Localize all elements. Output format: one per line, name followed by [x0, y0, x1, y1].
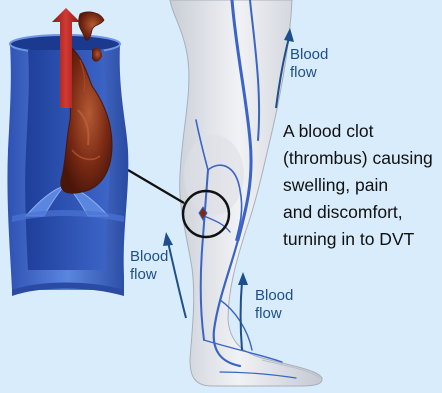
blood-flow-label-left: Blood flow: [130, 248, 168, 284]
blood-flow-label-left-line2: flow: [130, 266, 168, 284]
blood-flow-label-bottom: Blood flow: [255, 287, 293, 323]
blood-flow-label-bottom-line1: Blood: [255, 287, 293, 305]
flow-arrow-bottom: [241, 282, 243, 350]
caption-line-2: (thrombus) causing: [283, 145, 441, 172]
flow-arrowhead-bottom: [238, 272, 248, 285]
blood-flow-label-top-line1: Blood: [290, 46, 328, 64]
blood-flow-label-top: Blood flow: [290, 46, 328, 82]
caption-line-5: turning in to DVT: [283, 226, 441, 253]
flow-arrow-left: [168, 242, 186, 318]
blood-flow-label-left-line1: Blood: [130, 248, 168, 266]
magnifier-connector: [128, 170, 184, 203]
clot-caption: A blood clot (thrombus) causing swelling…: [283, 118, 441, 253]
caption-line-4: and discomfort,: [283, 199, 441, 226]
flow-arrowhead-left: [163, 232, 173, 246]
blood-flow-label-top-line2: flow: [290, 64, 328, 82]
caption-line-1: A blood clot: [283, 118, 441, 145]
blood-flow-label-bottom-line2: flow: [255, 305, 293, 323]
caption-line-3: swelling, pain: [283, 172, 441, 199]
